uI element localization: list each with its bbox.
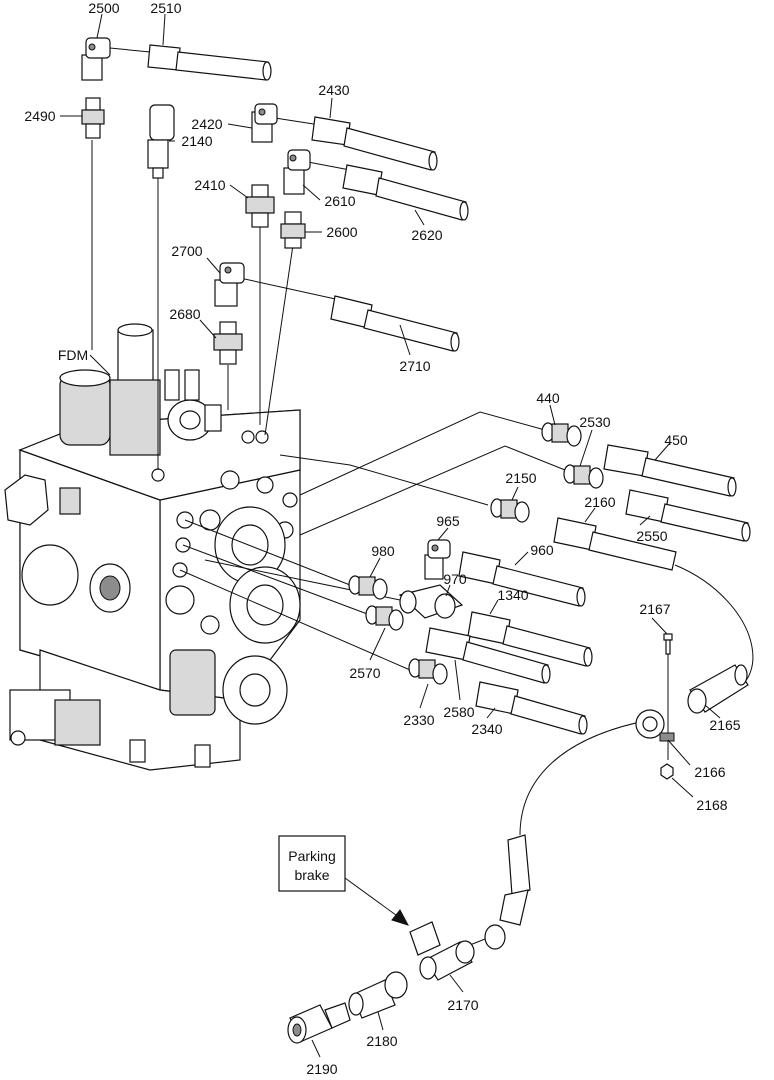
callout-2150: 2150: [505, 470, 536, 486]
callout-2180: 2180: [366, 1033, 397, 1049]
callouts: 2500 2510 2490 2140 2420 2430 2410 2610 …: [24, 0, 740, 1077]
hose-2580: [425, 627, 551, 684]
callout-965: 965: [436, 513, 460, 529]
callout-980: 980: [371, 543, 395, 559]
parking-brake-note: Parking brake: [278, 835, 410, 926]
elbow-2700: [214, 262, 245, 307]
leader-lines: [60, 13, 721, 1058]
adapter-980: [348, 575, 388, 600]
callout-2160: 2160: [584, 494, 615, 510]
note-line-1: Parking: [288, 848, 335, 864]
fittings: [81, 37, 749, 1044]
hoses: [147, 44, 751, 735]
callout-2530: 2530: [579, 414, 610, 430]
callout-2167: 2167: [639, 601, 670, 617]
callout-2570: 2570: [349, 665, 380, 681]
hose-1340: [467, 611, 593, 667]
adapter-440: [541, 422, 582, 447]
adapter-2180: [348, 971, 408, 1019]
callout-440: 440: [536, 390, 560, 406]
nut-2168: [660, 763, 674, 780]
callout-2710: 2710: [399, 358, 430, 374]
callout-2500: 2500: [88, 0, 119, 16]
callout-2600: 2600: [326, 224, 357, 240]
screw-2167: [663, 633, 673, 655]
callout-2330: 2330: [403, 712, 434, 728]
callout-2620: 2620: [411, 227, 442, 243]
callout-2340: 2340: [471, 721, 502, 737]
callout-FDM: FDM: [58, 347, 88, 363]
adapter-2600: [280, 211, 306, 249]
clamp-2166: [635, 709, 675, 742]
callout-2190: 2190: [306, 1061, 337, 1077]
callout-2410: 2410: [194, 177, 225, 193]
callout-2420: 2420: [191, 116, 222, 132]
note-line-2: brake: [294, 867, 329, 883]
callout-2430: 2430: [318, 82, 349, 98]
hose-2620: [342, 164, 469, 221]
callout-970: 970: [443, 571, 467, 587]
sensor-2140: [147, 104, 175, 179]
hose-2510: [147, 44, 272, 81]
callout-2550: 2550: [636, 528, 667, 544]
elbow-2610: [283, 149, 311, 195]
hose-2160: [553, 517, 677, 571]
callout-2610: 2610: [324, 193, 355, 209]
hose-2550: [625, 489, 751, 542]
adapter-2410: [245, 184, 275, 228]
adapter-2490: [81, 97, 105, 139]
callout-2490: 2490: [24, 108, 55, 124]
callout-960: 960: [530, 542, 554, 558]
note-arrow-icon: [391, 909, 410, 926]
adapter-2530: [563, 464, 604, 489]
tee-2170: [409, 921, 475, 981]
callout-2580: 2580: [443, 704, 474, 720]
callout-2165: 2165: [709, 717, 740, 733]
cable-fitting: [484, 834, 531, 950]
sensor-2165: [687, 664, 749, 714]
valve-block: [4, 323, 301, 771]
hose-2430: [311, 116, 438, 171]
elbow-2420: [251, 103, 278, 143]
switch-2190: [287, 1002, 351, 1044]
elbow-965: [424, 539, 451, 580]
hose-2710: [330, 295, 460, 352]
hose-960: [458, 551, 586, 607]
hose-450: [603, 444, 737, 497]
callout-450: 450: [664, 432, 688, 448]
tee-970: [398, 584, 464, 619]
elbow-2500: [81, 37, 111, 81]
callout-2510: 2510: [150, 0, 181, 16]
callout-2680: 2680: [169, 306, 200, 322]
callout-2700: 2700: [171, 243, 202, 259]
callout-2170: 2170: [447, 997, 478, 1013]
adapter-2330: [408, 658, 448, 685]
hose-2340: [475, 681, 588, 735]
adapter-2150: [490, 498, 530, 523]
callout-2168: 2168: [696, 797, 727, 813]
callout-2140: 2140: [181, 133, 212, 149]
adapter-2570: [365, 605, 404, 631]
adapter-2680: [213, 321, 243, 365]
callout-1340: 1340: [497, 587, 528, 603]
callout-2166: 2166: [694, 764, 725, 780]
